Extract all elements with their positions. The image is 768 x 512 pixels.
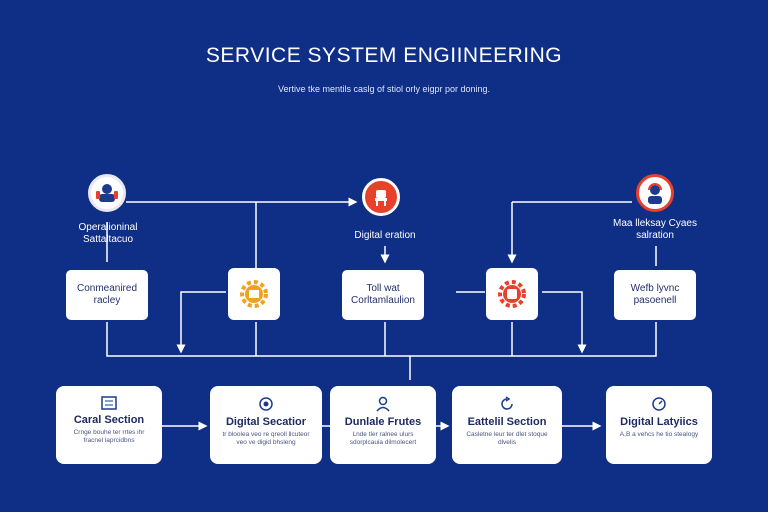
bottom-card-1-title: Caral Section — [73, 414, 145, 426]
target-icon — [259, 397, 273, 411]
middle-gear-2[interactable] — [486, 268, 538, 320]
bottom-card-2-title: Digital Secatior — [225, 416, 307, 428]
bottom-card-1-desc: Crnge bouhe ter rrtes ihr fracnel laprci… — [73, 429, 145, 444]
bottom-card-5-title: Digital Latyiics — [620, 416, 698, 428]
diagram-subtitle: Vertive tke mentils caslg of stiol orly … — [277, 84, 491, 94]
people-icon — [96, 184, 118, 202]
person-icon — [376, 396, 390, 412]
middle-gear-1[interactable] — [228, 268, 280, 320]
speedometer-icon — [652, 397, 666, 411]
bottom-card-5[interactable]: Digital Latyiics A,B a vehcs he tio stea… — [606, 386, 712, 464]
refresh-icon — [501, 396, 513, 410]
chair-icon — [375, 190, 387, 206]
bottom-card-2-desc: tr bloolea veo re qreoll llcuteor veo ve… — [222, 431, 310, 446]
middle-box-3[interactable]: Wefb lyvnc pasoenell — [614, 270, 696, 320]
diagram-title: SERVICE SYSTEM ENGIINEERING — [205, 44, 563, 67]
bottom-card-3[interactable]: Dunlale Frutes Lnde tler ralnee ulurs sd… — [330, 386, 436, 464]
support-agent-icon — [648, 183, 662, 204]
bottom-card-1[interactable]: Caral Section Crnge bouhe ter rrtes ihr … — [56, 386, 162, 464]
top-node-1[interactable] — [88, 174, 126, 212]
document-icon — [101, 396, 117, 410]
bottom-card-4-desc: Casletne leur ter dlet stoque dlvelis — [466, 431, 548, 446]
bottom-card-4[interactable]: Eattelil Section Casletne leur ter dlet … — [452, 386, 562, 464]
top-node-3-label: Maa lleksay Cyaes salration — [613, 218, 697, 241]
bottom-card-2[interactable]: Digital Secatior tr bloolea veo re qreol… — [210, 386, 322, 464]
middle-box-1[interactable]: Conmeanired racley — [66, 270, 148, 320]
bottom-card-5-desc: A,B a vehcs he tio stealogy — [619, 431, 699, 438]
top-node-1-label: Operalioninal Sattaltacuo — [78, 222, 138, 245]
middle-box-2[interactable]: Toll wat Corltamlaulion — [342, 270, 424, 320]
bottom-card-3-title: Dunlale Frutes — [344, 416, 422, 428]
gear-chart-icon — [498, 280, 526, 308]
top-node-2-label: Digital eration — [354, 230, 416, 241]
top-node-3[interactable] — [636, 174, 674, 212]
bottom-card-4-title: Eattelil Section — [467, 416, 547, 428]
gear-document-icon — [240, 280, 268, 308]
bottom-card-3-desc: Lnde tler ralnee ulurs sdorplcauia dilmo… — [349, 431, 417, 446]
top-node-2[interactable] — [362, 178, 400, 216]
